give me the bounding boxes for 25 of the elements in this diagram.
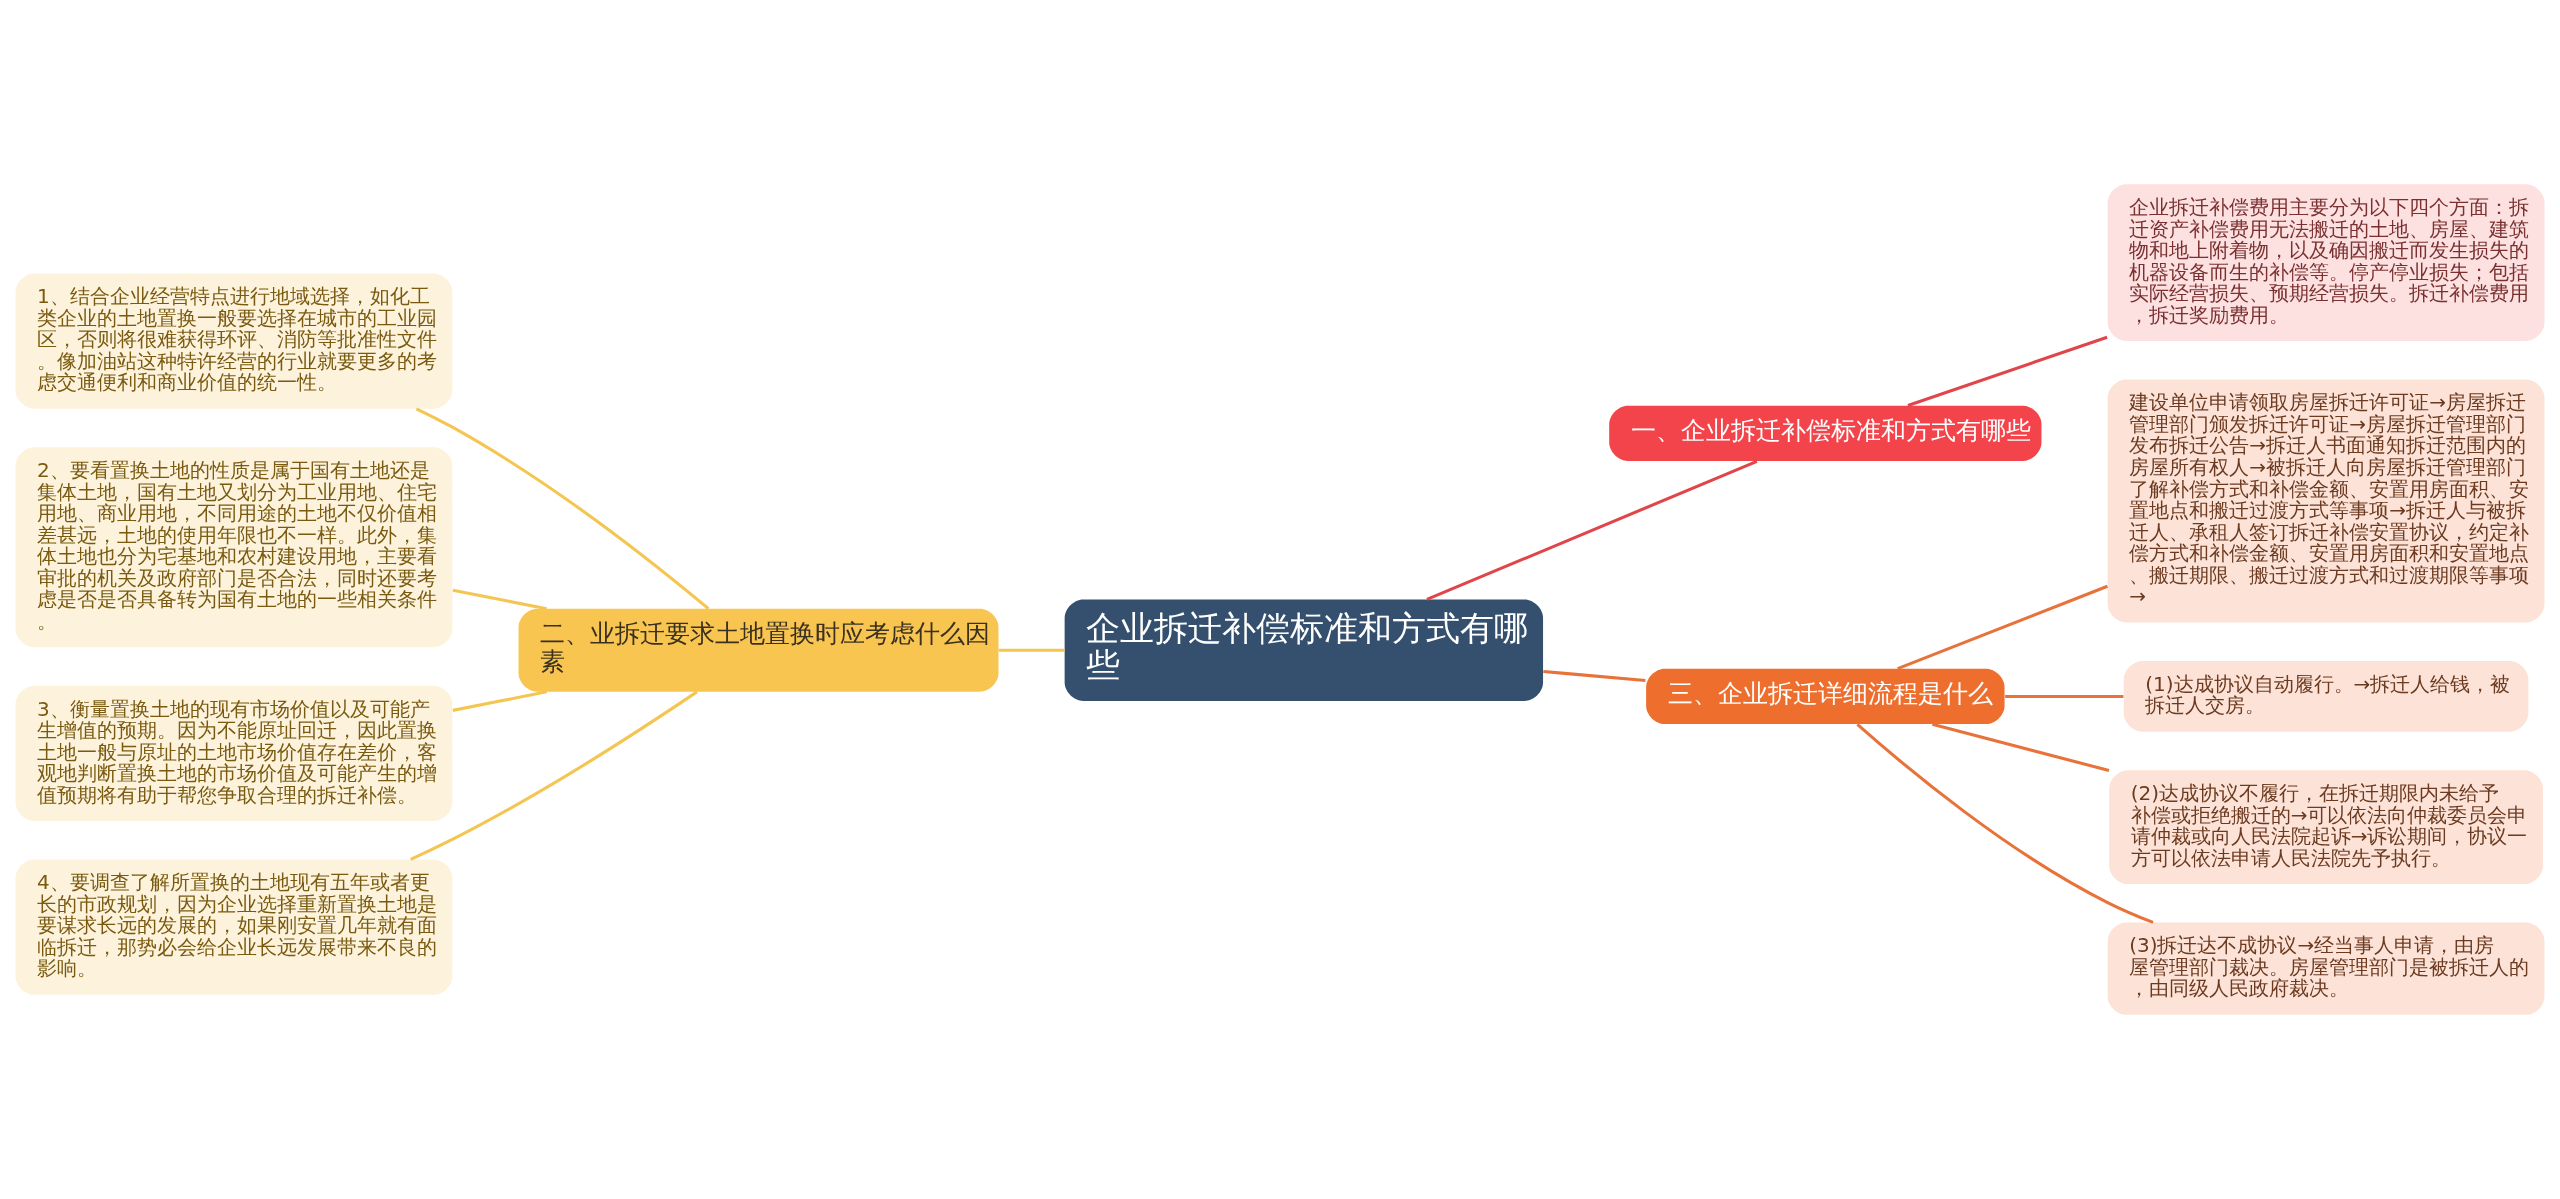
node-box: 一、企业拆迁补偿标准和方式有哪些 [1609,405,2042,462]
node-box: 企业拆迁补偿费用主要分为以下四个方面：拆迁资产补偿费用无法搬迁的土地、房屋、建筑物和地上附着物，以及确因搬迁而发生损失的机器设备而生的补偿等。停产停业损失；包括实际经营损失、预期经营损失。拆迁补偿费用，拆迁奖励费用。 [2107,184,2545,342]
connector [1907,335,2108,407]
connector [452,588,547,611]
node-box: (3)拆迁达不成协议→经当事人申请，由房屋管理部门裁决。房屋管理部门是被拆迁人的，由同级人民政府裁决。 [2107,922,2545,1015]
connector [1543,669,1646,683]
connector [1932,722,2110,773]
node-box: (1)达成协议自动履行。→拆迁人给钱，被拆迁人交房。 [2123,661,2529,732]
node-box: 1、结合企业经营特点进行地域选择，如化工类企业的土地置换一般要选择在城市的工业园区，否则将很难获得环评、消防等批准性文件。像加油站这种特许经营的行业就要更多的考虑交通便利和商业价值的统一性。 [15,273,453,409]
node-box: (2)达成协议不履行，在拆迁期限内未给予补偿或拒绝搬迁的→可以依法向仲裁委员会申请仲裁或向人民法院起诉→诉讼期间，协议一方可以依法申请人民法院先予执行。 [2109,770,2543,885]
connector [1426,459,1758,601]
node-box: 建设单位申请领取房屋拆迁许可证→房屋拆迁管理部门颁发拆迁许可证→房屋拆迁管理部门发布拆迁公告→拆迁人书面通知拆迁范围内的房屋所有权人→被拆迁人向房屋拆迁管理部门了解补偿方式和补偿金额、安置用房面积、安置地点和搬迁过渡方式等事项→拆迁人与被拆迁人、承租人签订拆迁补偿安置协议，约定补偿方式和补偿金额、安置用房面积和安置地点、搬迁期限、搬迁过渡方式和过渡期限等事项→ [2107,379,2545,623]
node-box: 三、企业拆迁详细流程是什么 [1646,668,2005,725]
node-box: 二、业拆迁要求土地置换时应考虑什么因素 [518,608,999,692]
connector [452,690,547,712]
node-box: 企业拆迁补偿标准和方式有哪些 [1064,599,1544,702]
connector [2005,694,2124,698]
node-box: 3、衡量置换土地的现有市场价值以及可能产生增值的预期。因为不能原址回迁，因此置换土地一般与原址的土地市场价值存在差价，客观地判断置换土地的市场价值及可能产生的增值预期将有助于帮您争取合理的拆迁补偿。 [15,685,453,821]
connector [998,648,1065,652]
connector [410,690,698,861]
connector [1897,584,2109,671]
connector [1856,723,2154,924]
connector [415,407,710,610]
node-box: 2、要看置换土地的性质是属于国有土地还是集体土地，国有土地又划分为工业用地、住宅用地、商业用地，不同用途的土地不仅价值相差甚远，土地的使用年限也不一样。此外，集体土地也分为宅基地和农村建设用地，主要看审批的机关及政府部门是否合法，同时还要考虑是否是否具备转为国有土地的一些相关条件。 [15,447,453,648]
node-box: 4、要调查了解所置换的土地现有五年或者更长的市政规划，因为企业选择重新置换土地是要谋求长远的发展的，如果刚安置几年就有面临拆迁，那势必会给企业长远发展带来不良的影响。 [15,859,453,995]
